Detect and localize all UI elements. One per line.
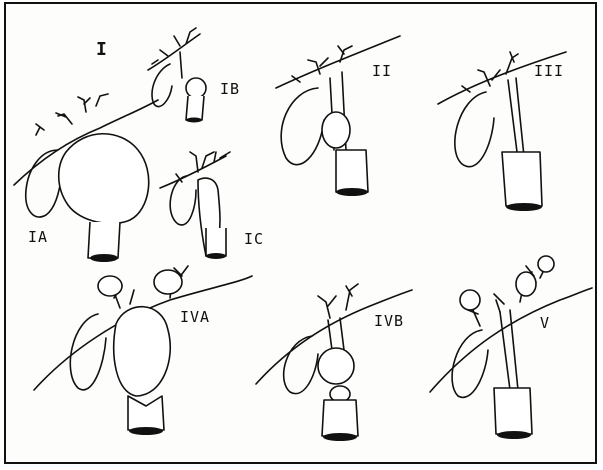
panel-v-illustration: V bbox=[430, 256, 592, 439]
label-type-iii: III bbox=[534, 62, 564, 80]
panel-ic-illustration: IC bbox=[160, 152, 264, 259]
label-type-ia: IA bbox=[28, 228, 48, 246]
label-type-ib: IB bbox=[220, 80, 240, 98]
panel-ib-illustration: IB bbox=[148, 28, 240, 123]
label-type-v: V bbox=[540, 314, 550, 332]
label-type-ii: II bbox=[372, 62, 392, 80]
label-type-ivb: IVB bbox=[374, 312, 404, 330]
label-type-i: I bbox=[96, 39, 108, 60]
label-type-ic: IC bbox=[244, 230, 264, 248]
panel-ivb-illustration: IVB bbox=[256, 284, 412, 441]
panel-ii-illustration: II bbox=[276, 36, 400, 196]
panel-iva-illustration: IVA bbox=[34, 266, 252, 435]
panel-iii-illustration: III bbox=[438, 52, 566, 211]
panel-ia-illustration: I IA bbox=[14, 39, 158, 262]
label-type-iva: IVA bbox=[180, 308, 210, 326]
